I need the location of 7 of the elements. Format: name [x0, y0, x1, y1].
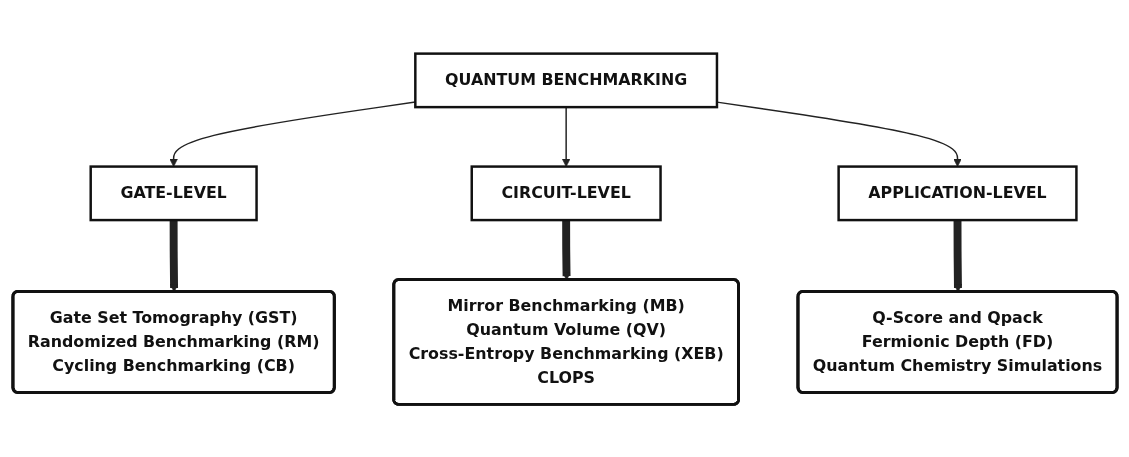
arrow [953, 219, 962, 292]
node-box: CIRCUIT-LEVEL [470, 164, 662, 221]
arrow [561, 219, 571, 280]
node-box: GATE-LEVEL [88, 164, 258, 221]
node-box: QUANTUM BENCHMARKING [413, 51, 718, 108]
arrow [169, 219, 178, 292]
node-box: APPLICATION-LEVEL [836, 164, 1078, 221]
